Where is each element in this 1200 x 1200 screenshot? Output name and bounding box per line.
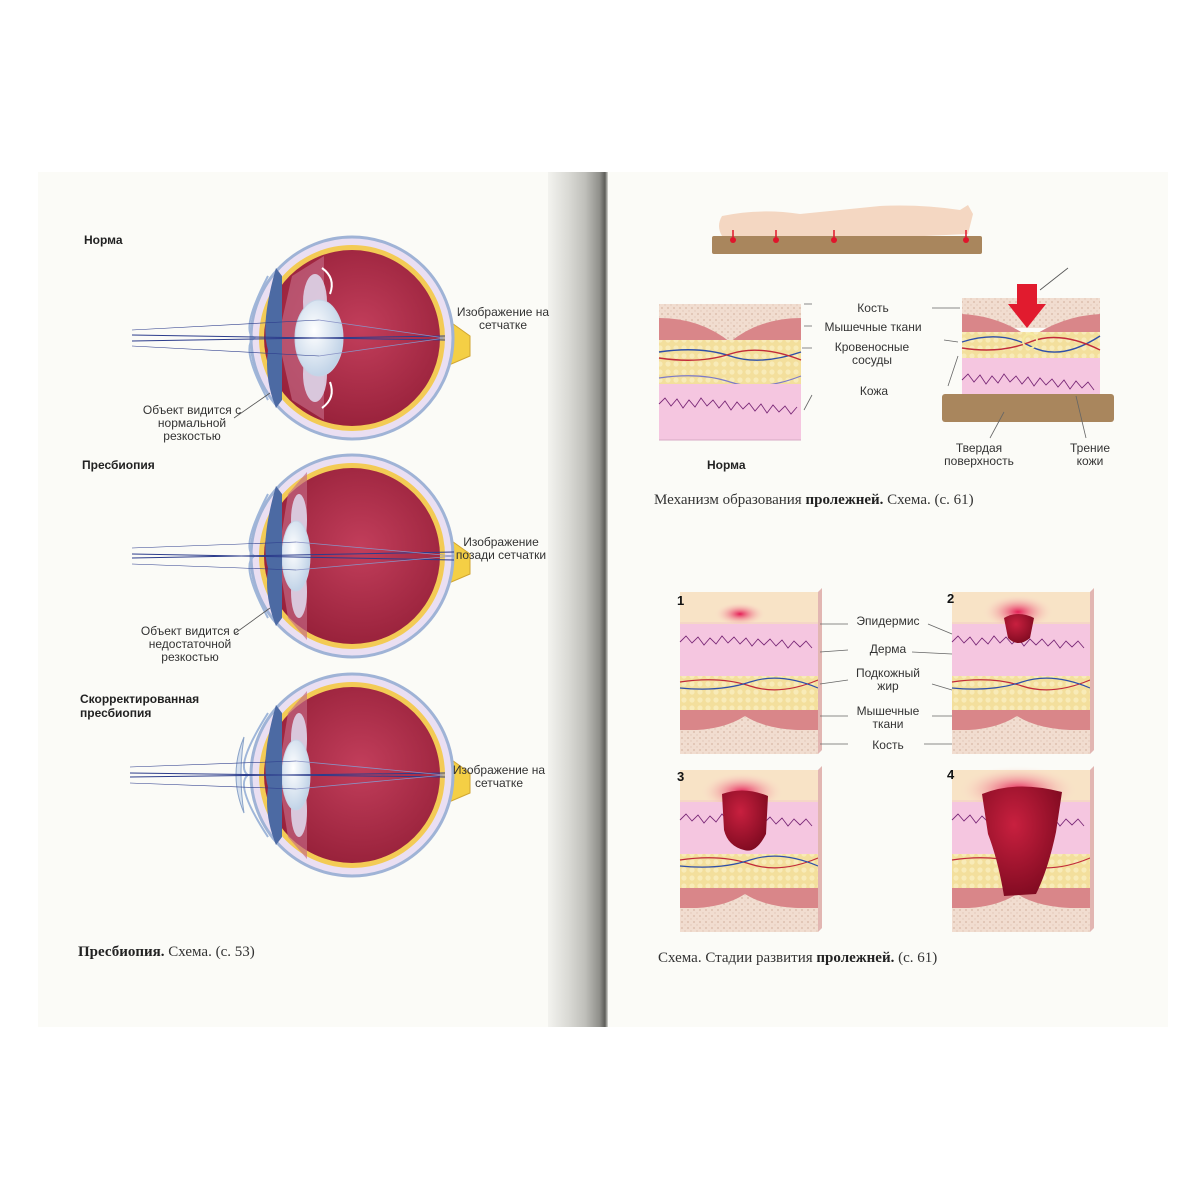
stage-3-block xyxy=(679,766,822,932)
eye1-object-label: Объект видится с нормальной резкостью xyxy=(142,403,242,443)
stage-4-block xyxy=(951,766,1094,932)
compressed-tissue-diagram xyxy=(932,267,1114,439)
fig1-caption: Механизм образования пролежней. Схема. (… xyxy=(654,492,974,509)
stage-2-number: 2 xyxy=(947,591,955,606)
left-caption: Пресбиопия. Схема. (с. 53) xyxy=(78,944,255,961)
fig2-caption: Схема. Стадии развития пролежней. (с. 61… xyxy=(658,950,937,967)
fig2-caption-post: (с. 61) xyxy=(894,950,938,966)
fig1-caption-bold: пролежней. xyxy=(805,492,884,508)
label-epidermis: Эпидермис xyxy=(856,614,920,628)
eye2-diagram xyxy=(131,453,471,659)
eye3-heading: Скорректированная пресбиопия xyxy=(80,692,200,720)
label-vessels: Кровеносные сосуды xyxy=(834,340,910,367)
label-skin: Кожа xyxy=(859,384,889,398)
eye1-retina-label: Изображение на сетчатке xyxy=(456,305,550,332)
fig2-caption-bold: пролежней. xyxy=(816,950,895,966)
stage-1-block xyxy=(679,588,822,754)
stage-3-number: 3 xyxy=(677,769,685,784)
label-bone: Кость xyxy=(857,301,889,315)
lying-body-diagram xyxy=(712,205,982,254)
fig1-caption-pre: Механизм образования xyxy=(654,492,806,508)
hard-surface-label: Твердая поверхность xyxy=(944,441,1014,468)
book-gutter xyxy=(548,172,608,1027)
fig1-caption-post: Схема. (с. 61) xyxy=(883,492,974,508)
eye1-diagram xyxy=(131,235,471,441)
eye1-heading: Норма xyxy=(84,233,123,247)
fig2-caption-pre: Схема. Стадии развития xyxy=(658,950,817,966)
norma-label: Норма xyxy=(707,458,746,472)
stage-2-block xyxy=(951,588,1094,754)
label-subcutaneous-fat: Подкожный жир xyxy=(856,666,920,693)
left-caption-bold: Пресбиопия. xyxy=(78,944,165,960)
eye3-retina-label: Изображение на сетчатке xyxy=(452,763,546,790)
label-muscle-tissue: Мышечные ткани xyxy=(856,704,920,731)
eye3-diagram xyxy=(129,672,471,878)
left-caption-rest: Схема. (с. 53) xyxy=(164,944,255,960)
eye2-object-label: Объект видится с недостаточной резкостью xyxy=(140,624,240,664)
eye2-heading: Пресбиопия xyxy=(82,458,155,472)
eye2-retina-label: Изображение позади сетчатки xyxy=(455,535,547,562)
normal-tissue-diagram xyxy=(658,303,813,441)
stage-1-number: 1 xyxy=(677,593,685,608)
stage-4-number: 4 xyxy=(947,767,955,782)
label-dermis: Дерма xyxy=(869,642,907,656)
label-bone-2: Кость xyxy=(872,738,904,752)
label-muscle: Мышечные ткани xyxy=(824,320,922,334)
friction-label: Трение кожи xyxy=(1069,441,1110,468)
stages-diagram xyxy=(679,588,1094,932)
